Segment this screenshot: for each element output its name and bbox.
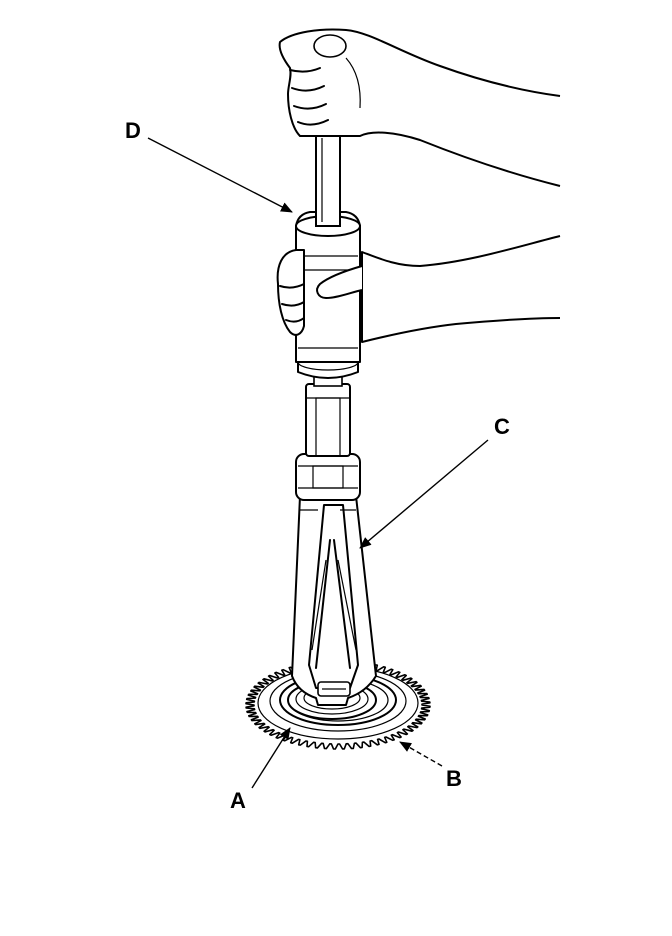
leader-a xyxy=(251,727,291,789)
leader-lines xyxy=(147,137,489,789)
lower-hand xyxy=(276,235,561,343)
puller-adapter xyxy=(305,373,351,457)
upper-hand xyxy=(278,28,561,187)
leader-d xyxy=(147,137,293,213)
callout-a-label: A xyxy=(230,788,246,813)
callout-d-label: D xyxy=(125,118,141,143)
puller-attachment-c xyxy=(291,495,377,706)
leader-b xyxy=(399,741,443,767)
callout-b-label: B xyxy=(446,766,462,791)
puller-collar xyxy=(295,453,361,501)
leader-c xyxy=(359,439,489,549)
callout-c-label: C xyxy=(494,414,510,439)
slide-hammer-shaft xyxy=(315,131,341,227)
